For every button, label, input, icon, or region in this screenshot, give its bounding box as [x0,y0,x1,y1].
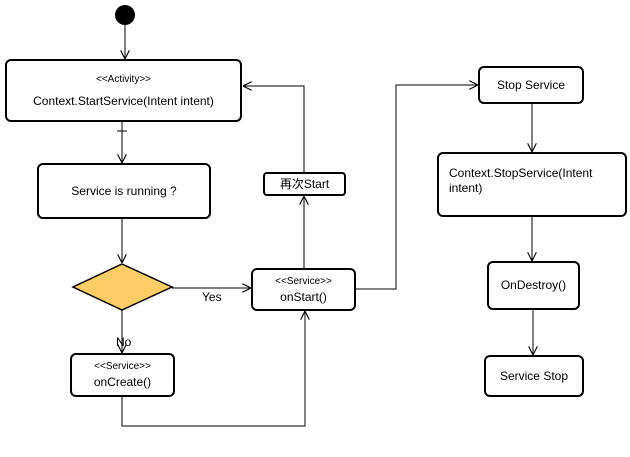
on-start-label: onStart() [280,289,327,304]
edge-create-start [121,311,305,427]
decision-diamond [71,263,174,311]
activity-node: <<Activity>> Context.StartService(Intent… [5,59,242,122]
on-destroy-label: OnDestroy() [500,278,567,292]
service-stop-node: Service Stop [484,355,584,397]
stop-service-node: Stop Service [478,66,584,104]
context-stop-label: Context.StopService(Intent intent) [449,166,593,195]
edge-label-yes: Yes [202,290,222,304]
stop-service-label: Stop Service [496,77,566,92]
start-node [115,5,135,25]
restart-node: 再次Start [263,172,346,196]
on-start-stereotype: <<Service>> [275,275,332,287]
edge-label-no: No [116,335,132,349]
activity-stereotype: <<Activity>> [95,73,152,85]
on-destroy-node: OnDestroy() [487,261,580,310]
edge-restart-activity [243,86,305,172]
running-check-label: Service is running ? [71,183,177,198]
on-create-stereotype: <<Service>> [94,361,151,372]
restart-label: 再次Start [279,176,330,191]
on-create-node: <<Service>> onCreate() [70,353,175,397]
context-stop-node: Context.StopService(Intent intent) [437,152,627,217]
edge-start-stop [356,85,478,290]
activity-label: Context.StartService(Intent intent) [33,93,214,108]
service-stop-label: Service Stop [499,368,569,383]
on-create-label: onCreate() [93,375,152,389]
running-check-node: Service is running ? [37,163,211,219]
on-start-node: <<Service>> onStart() [251,268,356,311]
